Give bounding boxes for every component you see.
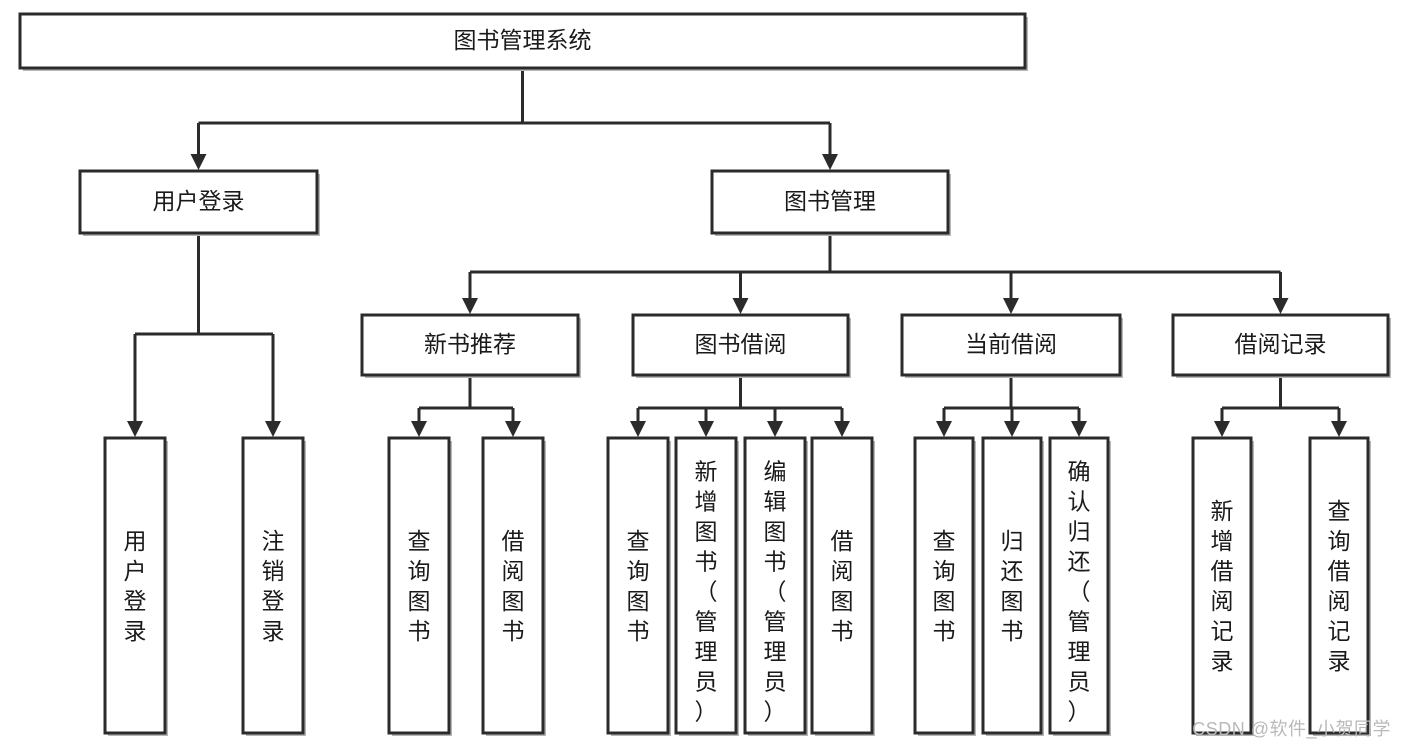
- node-label: 新增借阅记录: [1211, 498, 1234, 674]
- node-leaf-borrow-book-b[interactable]: 借阅图书: [810, 436, 875, 736]
- node-leaf-query-book-b[interactable]: 查询图书: [606, 436, 671, 736]
- node-box[interactable]: [481, 436, 545, 735]
- node-box[interactable]: [241, 436, 305, 735]
- node-box[interactable]: [103, 436, 167, 735]
- node-label: 用户登录: [153, 188, 245, 214]
- node-box[interactable]: [913, 436, 975, 735]
- edge-group-l3_borrow_record: [1214, 375, 1347, 437]
- node-leaf-confirm-return[interactable]: 确认归还（管理员）: [1048, 436, 1111, 736]
- node-label: 查询图书: [627, 528, 650, 644]
- node-leaf-edit-book[interactable]: 编辑图书（管理员）: [743, 436, 808, 736]
- node-label: 查询借阅记录: [1328, 498, 1351, 674]
- node-label: 图书管理: [784, 188, 876, 214]
- node-label: 注销登录: [262, 528, 285, 644]
- node-l3-new-book-rec[interactable]: 新书推荐: [360, 313, 581, 378]
- node-box[interactable]: [900, 313, 1122, 377]
- node-label: 图书借阅: [695, 331, 787, 357]
- edge-group-l2_user_login: [127, 233, 281, 437]
- node-box[interactable]: [1308, 436, 1370, 735]
- node-label: 当前借阅: [965, 331, 1057, 357]
- node-leaf-return-book[interactable]: 归还图书: [981, 436, 1044, 736]
- node-label: 归还图书: [1001, 528, 1024, 644]
- node-box[interactable]: [810, 436, 874, 735]
- edge-group-l2_book_manage: [462, 233, 1289, 314]
- node-box[interactable]: [710, 169, 950, 235]
- node-label: 图书管理系统: [454, 27, 592, 53]
- nodes-layer: 图书管理系统用户登录图书管理新书推荐图书借阅当前借阅借阅记录用户登录注销登录查询…: [18, 12, 1391, 736]
- node-leaf-user-login[interactable]: 用户登录: [103, 436, 168, 736]
- node-box[interactable]: [1048, 436, 1110, 735]
- node-box[interactable]: [631, 313, 850, 377]
- edge-group-l3_current_borrow: [936, 375, 1087, 437]
- node-leaf-query-book-c[interactable]: 查询图书: [913, 436, 976, 736]
- node-label: 借阅图书: [831, 528, 854, 644]
- node-label: 确认归还（管理员）: [1068, 458, 1091, 724]
- node-box[interactable]: [1191, 436, 1253, 735]
- node-box[interactable]: [743, 436, 807, 735]
- node-label: 查询图书: [933, 528, 956, 644]
- node-l3-borrow-record[interactable]: 借阅记录: [1171, 313, 1391, 378]
- node-label: 查询图书: [408, 528, 431, 644]
- node-box[interactable]: [674, 436, 738, 735]
- node-l3-current-borrow[interactable]: 当前借阅: [900, 313, 1123, 378]
- node-leaf-add-record[interactable]: 新增借阅记录: [1191, 436, 1254, 736]
- node-l3-book-borrow[interactable]: 图书借阅: [631, 313, 851, 378]
- node-box[interactable]: [981, 436, 1043, 735]
- node-leaf-add-book[interactable]: 新增图书（管理员）: [674, 436, 739, 736]
- node-label: 借阅图书: [502, 528, 525, 644]
- node-box[interactable]: [606, 436, 670, 735]
- node-l2-user-login[interactable]: 用户登录: [78, 169, 320, 236]
- node-label: 新书推荐: [424, 331, 516, 357]
- node-leaf-borrow-book-a[interactable]: 借阅图书: [481, 436, 546, 736]
- node-box[interactable]: [387, 436, 451, 735]
- node-l2-book-manage[interactable]: 图书管理: [710, 169, 951, 236]
- edges-layer: [127, 68, 1347, 437]
- node-label: 新增图书（管理员）: [695, 458, 718, 724]
- node-leaf-query-record[interactable]: 查询借阅记录: [1308, 436, 1371, 736]
- node-leaf-logout[interactable]: 注销登录: [241, 436, 306, 736]
- edge-group-root: [190, 68, 838, 170]
- node-box[interactable]: [18, 12, 1027, 70]
- node-box[interactable]: [1171, 313, 1390, 377]
- node-label: 借阅记录: [1235, 331, 1327, 357]
- node-leaf-query-book-a[interactable]: 查询图书: [387, 436, 452, 736]
- edge-group-l3_new_book_rec: [411, 375, 521, 437]
- node-label: 编辑图书（管理员）: [764, 458, 787, 724]
- node-label: 用户登录: [124, 528, 147, 644]
- node-box[interactable]: [78, 169, 319, 235]
- edge-group-l3_book_borrow: [630, 375, 850, 437]
- node-box[interactable]: [360, 313, 580, 377]
- node-root[interactable]: 图书管理系统: [18, 12, 1028, 71]
